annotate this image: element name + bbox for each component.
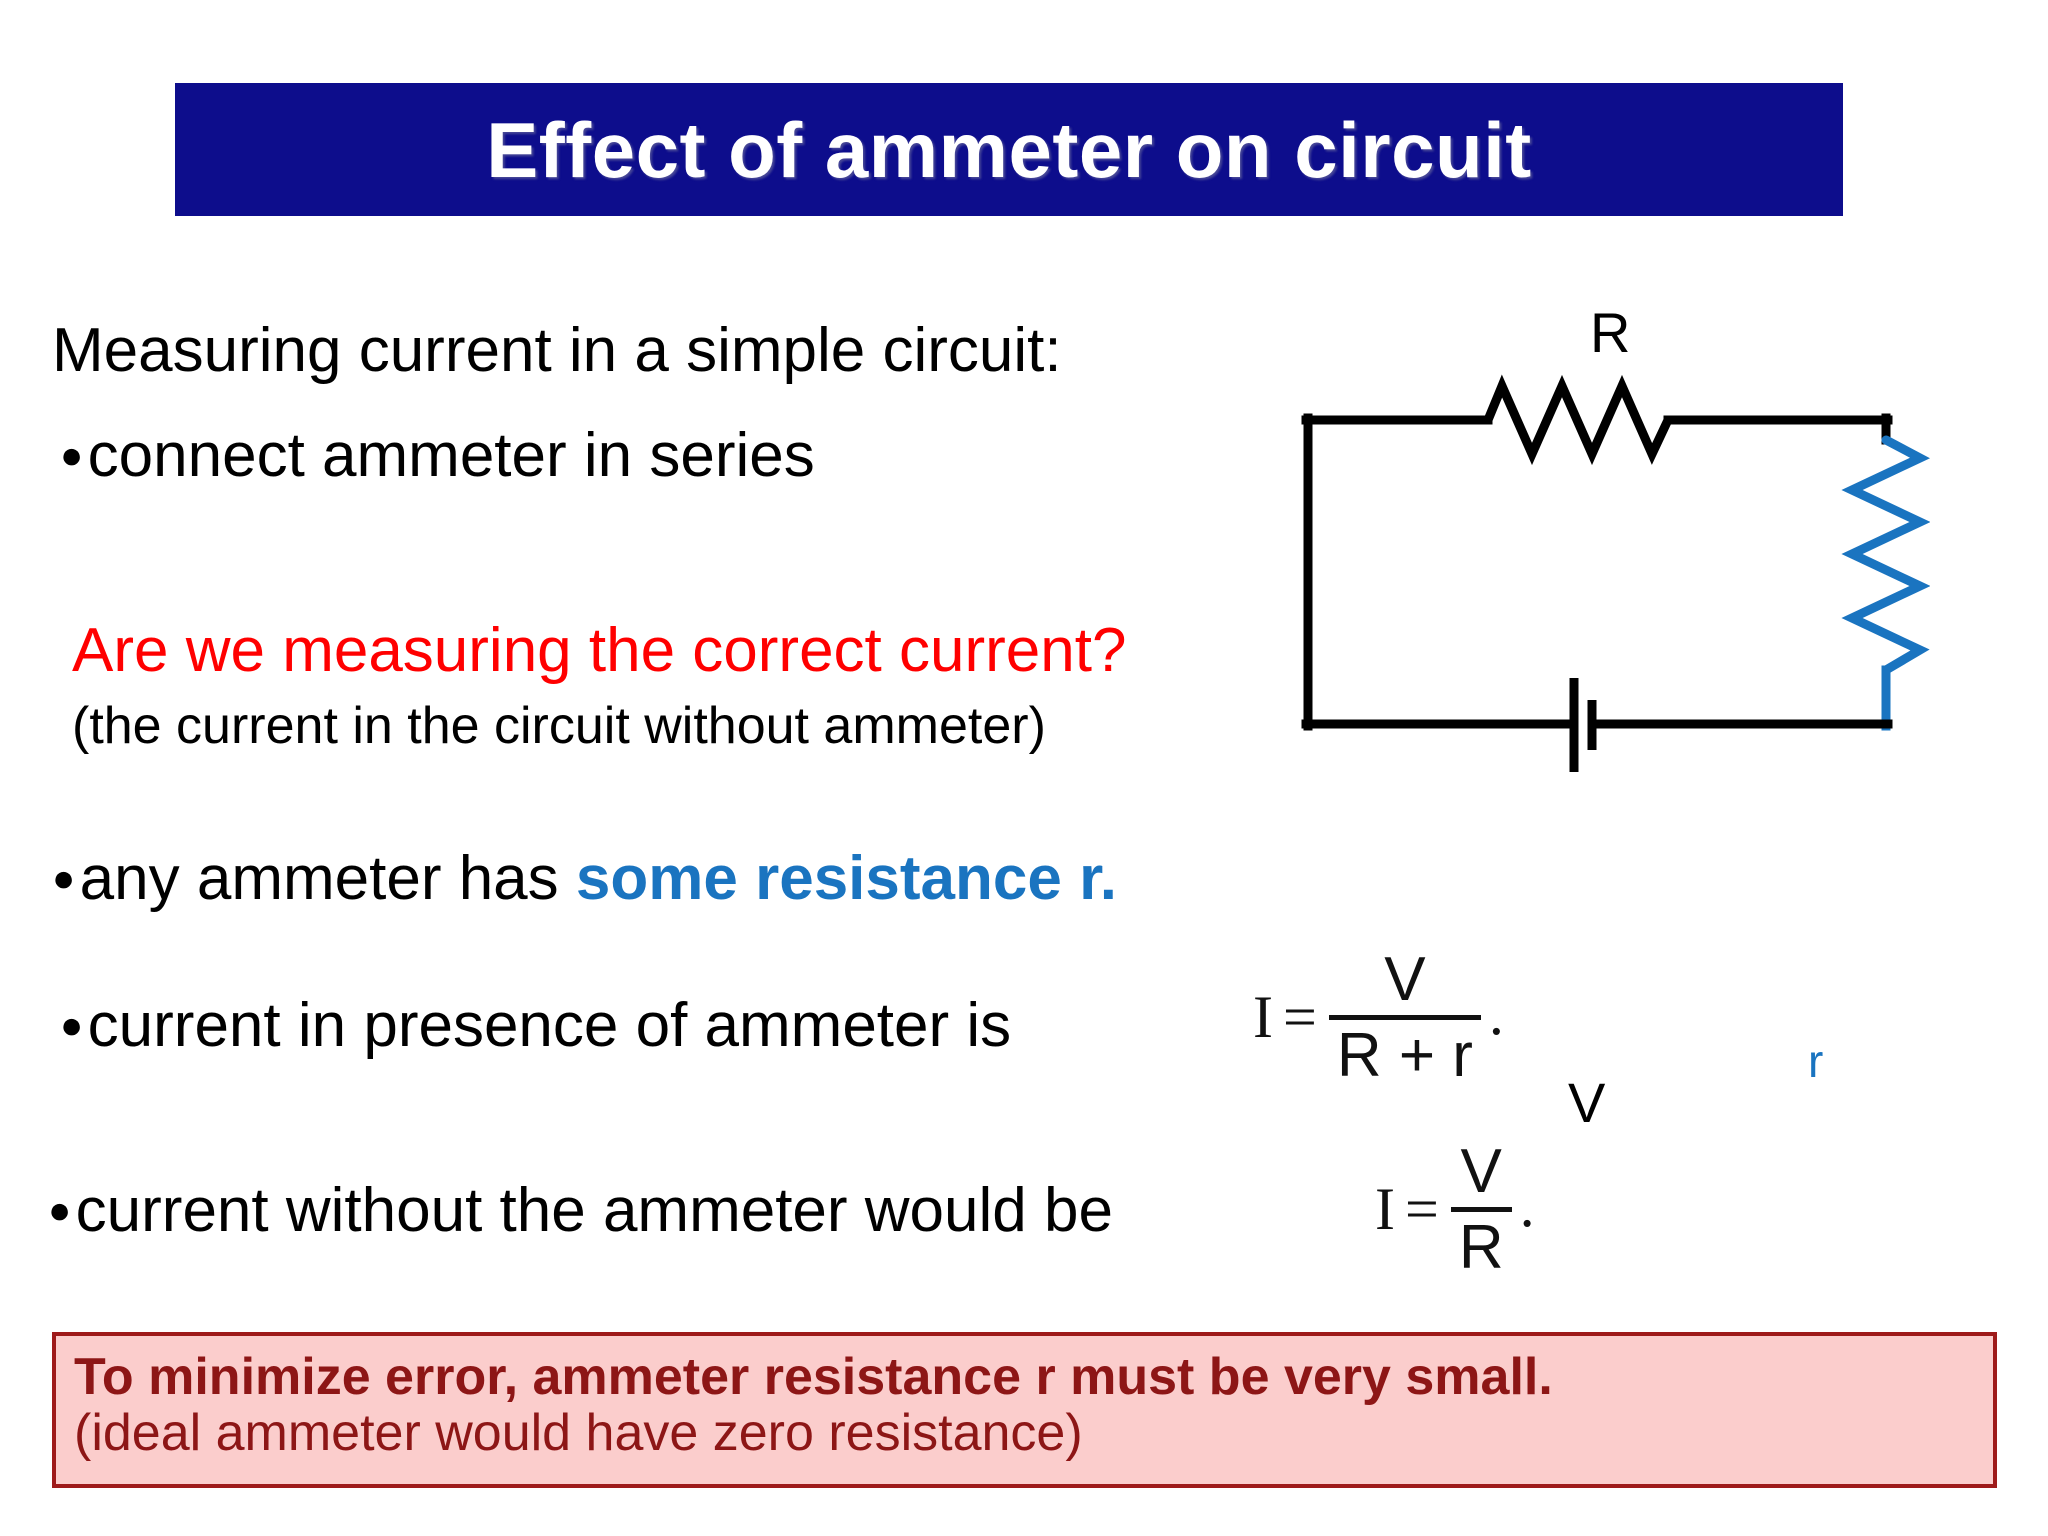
slide-title-bar: Effect of ammeter on circuit xyxy=(175,83,1843,216)
battery-label-V: V xyxy=(1568,1071,1606,1134)
formula-denominator: R + r xyxy=(1336,1021,1473,1091)
bullet-item-label: current without the ammeter would be xyxy=(75,1176,1113,1245)
question-highlight: Are we measuring the correct current? xyxy=(72,616,1127,685)
bullet-item-label: any ammeter has xyxy=(79,844,576,913)
formula-period: . xyxy=(1488,981,1504,1048)
bullet-dot-icon xyxy=(60,437,88,475)
page-title: Effect of ammeter on circuit xyxy=(486,105,1532,194)
circuit-diagram xyxy=(1270,290,1930,860)
ammeter-resistance-r-symbol xyxy=(1841,435,1930,675)
formula-lhs: I xyxy=(1253,984,1273,1051)
bullet-item-ammeter-resistance: any ammeter has some resistance r. xyxy=(52,848,1117,910)
bullet-dot-icon xyxy=(48,1192,76,1230)
ammeter-resistance-label-r: r xyxy=(1808,1035,1824,1087)
bullet-item-current-without-ammeter: current without the ammeter would be xyxy=(48,1180,1113,1242)
fraction-bar xyxy=(1328,1015,1481,1021)
formula-current-with-ammeter: I = V R + r . xyxy=(1253,945,1504,1091)
formula-current-without-ammeter: I = V R . xyxy=(1375,1137,1535,1283)
formula-denominator: R xyxy=(1458,1213,1504,1283)
bullet-item-label: connect ammeter in series xyxy=(87,421,815,490)
lead-text: Measuring current in a simple circuit: xyxy=(52,316,1062,385)
bullet-item-emphasis: some resistance r. xyxy=(575,844,1117,913)
formula-numerator: V xyxy=(1460,1137,1502,1206)
callout-secondary-text: (ideal ammeter would have zero resistanc… xyxy=(74,1404,1083,1463)
fraction-bar xyxy=(1450,1207,1512,1213)
formula-equals-sign: = xyxy=(1404,1176,1439,1243)
bullet-dot-icon xyxy=(60,1007,88,1045)
formula-numerator: V xyxy=(1384,945,1426,1014)
bullet-item-connect-ammeter: connect ammeter in series xyxy=(60,425,815,487)
bullet-item-current-with-ammeter: current in presence of ammeter is xyxy=(60,995,1012,1057)
callout-primary-text: To minimize error, ammeter resistance r … xyxy=(74,1348,1553,1406)
resistor-R-symbol xyxy=(1483,374,1673,466)
resistor-label-R: R xyxy=(1590,301,1631,364)
formula-equals-sign: = xyxy=(1282,984,1317,1051)
question-parenthetical: (the current in the circuit without amme… xyxy=(72,697,1046,755)
formula-fraction: V R + r xyxy=(1328,945,1481,1091)
formula-fraction: V R xyxy=(1450,1137,1512,1283)
bullet-dot-icon xyxy=(52,860,80,898)
formula-lhs: I xyxy=(1375,1176,1395,1243)
formula-period: . xyxy=(1519,1173,1535,1240)
callout-box: To minimize error, ammeter resistance r … xyxy=(52,1332,1997,1488)
bullet-item-label: current in presence of ammeter is xyxy=(87,991,1012,1060)
